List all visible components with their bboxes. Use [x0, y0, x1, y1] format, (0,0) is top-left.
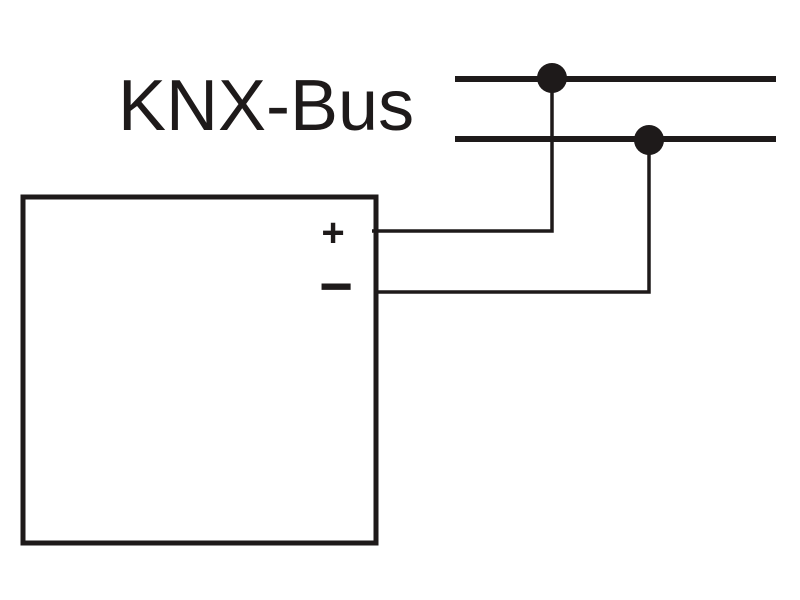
terminal-plus-label: + [321, 211, 344, 255]
bus-label: KNX-Bus [118, 66, 414, 146]
terminal-minus-label: − [319, 254, 353, 319]
wire-minus [376, 139, 651, 294]
wire-plus [372, 79, 554, 233]
device-box [20, 194, 379, 546]
junction-dot-plus [537, 63, 567, 93]
junction-dot-minus [634, 125, 664, 155]
